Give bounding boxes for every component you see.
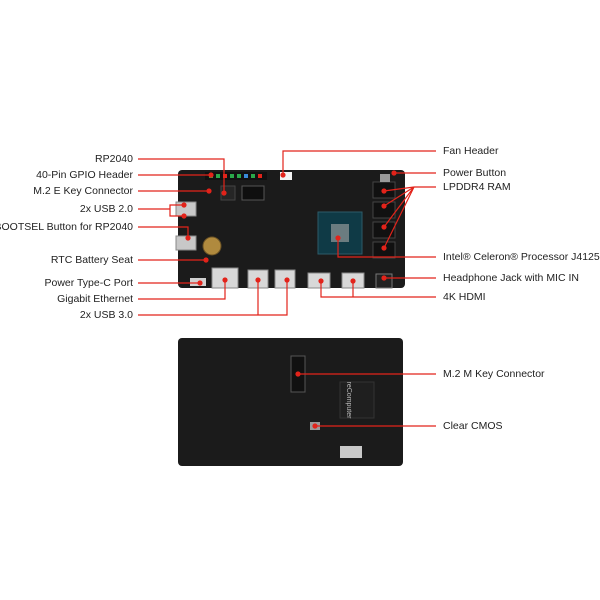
- label-type-c: Power Type-C Port: [44, 277, 133, 289]
- label-bootsel: BOOTSEL Button for RP2040: [0, 221, 133, 233]
- label-ethernet: Gigabit Ethernet: [57, 293, 133, 305]
- label-m2-m-key: M.2 M Key Connector: [443, 368, 545, 380]
- label-gpio: 40-Pin GPIO Header: [36, 169, 133, 181]
- rtc-battery-seat: [203, 237, 221, 255]
- label-usb3: 2x USB 3.0: [80, 309, 133, 321]
- label-rtc: RTC Battery Seat: [51, 254, 133, 266]
- label-power-button: Power Button: [443, 167, 506, 179]
- power-button: [380, 174, 390, 182]
- label-rp2040: RP2040: [95, 153, 133, 165]
- m2-e-key-slot: [242, 186, 264, 200]
- label-hdmi: 4K HDMI: [443, 291, 486, 303]
- label-headphone: Headphone Jack with MIC IN: [443, 272, 579, 284]
- label-usb2: 2x USB 2.0: [80, 203, 133, 215]
- bottom-silkscreen-brand: reComputer: [345, 382, 352, 420]
- label-fan: Fan Header: [443, 145, 499, 157]
- bottom-connector: [340, 446, 362, 458]
- bottom-board-view: reComputer: [178, 338, 403, 466]
- label-m2-e-key: M.2 E Key Connector: [33, 185, 133, 197]
- top-board-view: [176, 170, 405, 288]
- gpio-header: [205, 172, 267, 180]
- label-cpu: Intel® Celeron® Processor J4125: [443, 251, 600, 263]
- label-clear-cmos: Clear CMOS: [443, 420, 503, 432]
- label-ram: LPDDR4 RAM: [443, 181, 511, 193]
